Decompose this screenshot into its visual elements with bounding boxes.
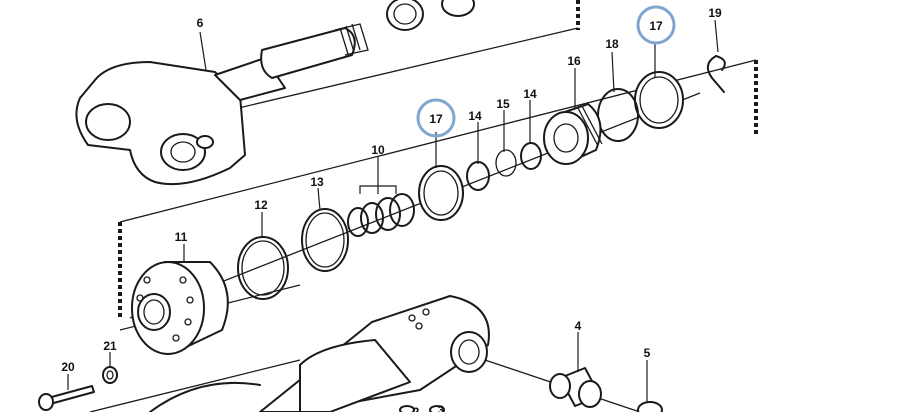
callout-21: 21 [103,339,117,353]
callout-14-left: 14 [468,109,482,123]
part-14-ring-left [466,161,490,191]
part-18-ring [597,88,639,142]
part-20-bolt [38,385,95,411]
callout-11: 11 [175,230,188,244]
callout-5: 5 [644,346,651,360]
callout-20: 20 [61,360,75,374]
callout-labels: 6 17 19 18 16 17 14 15 14 10 13 12 11 4 … [61,6,722,412]
part-12-ring [237,236,289,300]
callout-17-right: 17 [649,19,663,33]
callout-14-right: 14 [523,87,537,101]
callout-13: 13 [310,175,324,189]
callout-19: 19 [708,6,722,20]
part-2-3-fittings [399,405,445,412]
highlight-circle-17-right [636,5,676,45]
highlight-circle-17-left [416,98,456,138]
part-13-ring [301,208,349,272]
part-5-washer [637,401,663,412]
part-19-clip [706,55,726,93]
callout-17-left: 17 [429,112,443,126]
part-17-ring-right [634,71,684,129]
part-10-spring [347,193,415,237]
leader-lines [67,19,719,402]
callout-6: 6 [197,16,204,30]
part-15-ring [495,149,517,177]
part-21-washer [102,366,118,384]
top-rings [386,0,475,31]
callout-15: 15 [496,97,510,111]
part-11-cylinder-head [131,261,229,355]
part-16-piston [543,103,603,165]
callout-12: 12 [254,198,268,212]
callout-18: 18 [605,37,619,51]
callout-3: 3 [438,403,445,412]
callout-10: 10 [371,143,385,157]
highlight-markers [416,5,676,138]
callout-16: 16 [567,54,581,68]
part-17-ring-left [418,165,464,221]
part-4-bushing [549,367,602,408]
part-6-rod-end [75,23,369,186]
cylinder-tube [149,295,490,412]
part-14-ring-right [520,142,542,170]
callout-4: 4 [575,319,582,333]
callout-2: 2 [413,405,420,412]
